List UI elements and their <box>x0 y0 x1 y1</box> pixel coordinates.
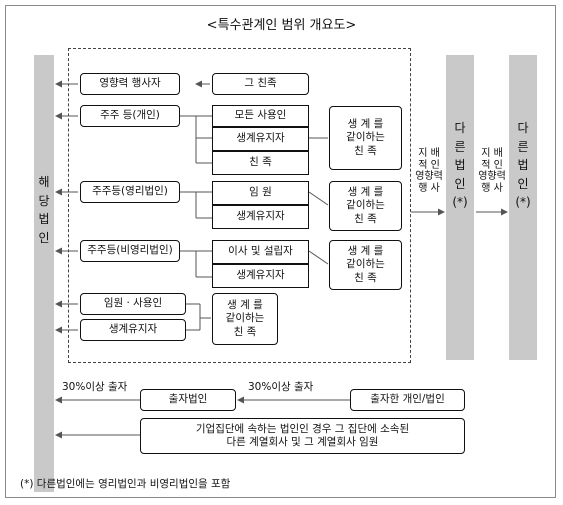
kin-box: 친 족 <box>212 151 309 175</box>
same-living-relatives-box-2: 생 계 를 같이하는 친 족 <box>329 181 402 231</box>
target-corporation-pillar: 해 당 법 인 <box>34 55 54 492</box>
related-party-region <box>68 48 411 363</box>
investment-label-1: 30%이상 출자 <box>62 381 128 393</box>
control-influence-label-2: 지 배 적 인 영향력 행 사 <box>478 148 506 194</box>
other-corporation-pillar-1: 다 른 법 인 (*) <box>446 55 474 360</box>
diagram-frame <box>5 5 556 498</box>
shareholder-nonprofit-corp-box: 주주등(비영리법인) <box>80 240 180 262</box>
target-corporation-label: 해 당 법 인 <box>38 175 50 245</box>
director-founder-box: 이사 및 설립자 <box>212 240 309 264</box>
shareholder-profit-corp-box: 주주등(영리법인) <box>80 181 180 203</box>
dependent-box-2: 생계유지자 <box>212 205 309 229</box>
influence-exerciser-box: 영향력 행사자 <box>80 73 180 95</box>
same-living-relatives-box-4: 생 계 를 같이하는 친 족 <box>212 293 278 345</box>
other-corporation-pillar-2: 다 른 법 인 (*) <box>509 55 537 360</box>
shareholder-individual-box: 주주 등(개인) <box>80 105 180 127</box>
same-living-relatives-box-3: 생 계 를 같이하는 친 족 <box>329 240 402 290</box>
control-influence-label-1: 지 배 적 인 영향력 행 사 <box>415 148 443 194</box>
officer-employee-box: 임원 · 사용인 <box>80 293 186 315</box>
all-employees-box: 모든 사용인 <box>212 105 309 127</box>
investment-label-2: 30%이상 출자 <box>248 381 314 393</box>
dependent-box-3: 생계유지자 <box>212 264 309 288</box>
other-corporation-label-1: 다 른 법 인 (*) <box>452 121 468 210</box>
investing-person-corp-box: 출자한 개인/법인 <box>350 389 465 411</box>
relatives-box: 그 친족 <box>212 73 309 95</box>
same-living-relatives-box-1: 생 계 를 같이하는 친 족 <box>329 106 402 170</box>
dependent-box: 생계유지자 <box>80 319 186 341</box>
business-group-box: 기업집단에 속하는 법인인 경우 그 집단에 소속된 다른 계열회사 및 그 계… <box>140 418 465 454</box>
page-title: <특수관계인 범위 개요도> <box>206 18 357 33</box>
footnote: (*) 다른법인에는 영리법인과 비영리법인을 포함 <box>20 478 231 490</box>
officer-box: 임 원 <box>212 181 309 205</box>
other-corporation-label-2: 다 른 법 인 (*) <box>515 121 531 210</box>
dependent-box-1: 생계유지자 <box>212 127 309 151</box>
investing-corporation-box: 출자법인 <box>140 389 236 411</box>
